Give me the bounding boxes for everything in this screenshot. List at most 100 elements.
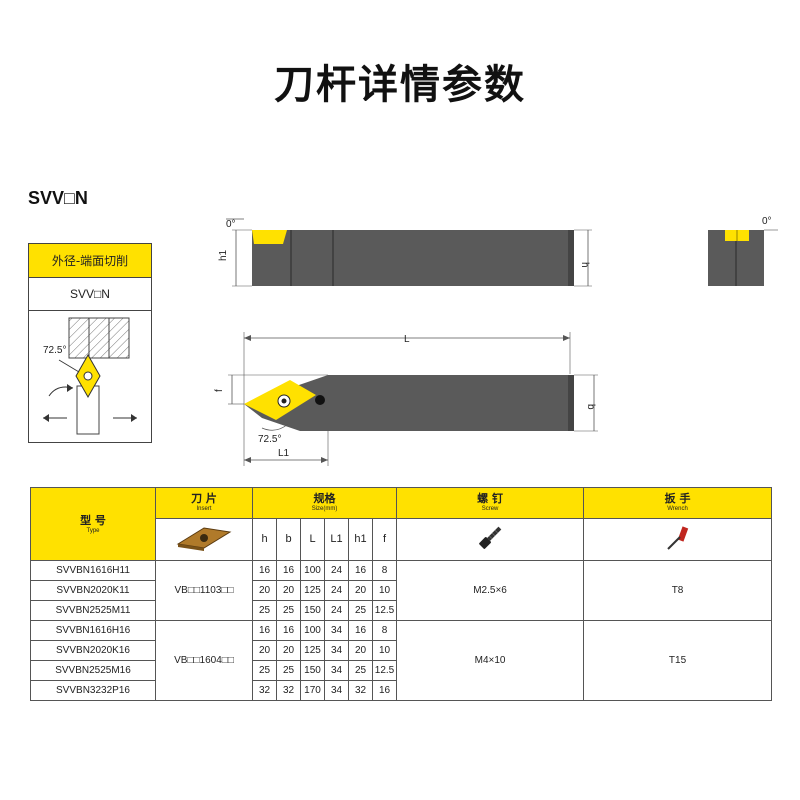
size-cell-h: 20 [252,580,277,601]
type-cell: SVVBN2020K11 [30,580,156,601]
size-cell-h: 20 [252,640,277,661]
type-cell: SVVBN2525M11 [30,600,156,621]
insert-icon [176,527,232,551]
size-col-f: f [371,517,398,562]
model-code: SVV□N [28,188,88,208]
dim-h: h [579,262,590,268]
wrench-cell: T8 [583,560,773,621]
size-cell-h1: 25 [348,660,373,681]
page-title: 刀杆详情参数 [274,62,526,108]
size-cell-f: 8 [371,560,398,581]
insert-image [155,517,253,562]
screw-image [396,517,585,562]
size-cell-L: 150 [300,600,325,621]
size-cell-L1: 34 [324,620,349,641]
shank-top-shape [328,375,568,431]
type-cell: SVVBN3232P16 [30,680,156,701]
size-cell-h1: 25 [348,600,373,621]
angle-top-right: 0° [762,216,772,227]
size-cell-b: 20 [276,640,301,661]
size-cell-L: 125 [300,640,325,661]
size-cell-L: 170 [300,680,325,701]
dim-L1: L1 [278,448,290,459]
size-col-L1: L1 [324,517,349,562]
col-size-header: 规格 Size(mm) [251,487,398,519]
size-cell-h1: 16 [348,620,373,641]
screw-icon [479,526,502,549]
wrench-image [583,517,773,562]
wrench-cell: T15 [583,620,773,701]
wrench-icon [666,526,688,550]
type-cell: SVVBN1616H11 [30,560,156,581]
size-cell-f: 10 [371,640,398,661]
size-cell-b: 32 [276,680,301,701]
size-cell-L1: 34 [324,680,349,701]
angle-label: 72.5° [43,345,66,356]
size-cell-b: 20 [276,580,301,601]
screw-cell: M2.5×6 [396,560,585,621]
tool-top-view: L f b 72.5° L1 [214,332,598,466]
size-col-h: h [252,517,277,562]
angle-main: 72.5° [258,434,281,445]
size-cell-L1: 34 [324,660,349,681]
size-cell-f: 12.5 [371,600,398,621]
workpiece-shape [68,317,130,359]
size-cell-L: 100 [300,620,325,641]
spec-table: 型 号 Type 刀 片 Insert 规格 Size(mm) 螺 钉 Scre… [30,487,773,701]
operation-box: 外径-端面切削 SVV□N 72.5° [28,243,152,443]
screw-cell: M4×10 [396,620,585,701]
size-cell-f: 8 [371,620,398,641]
size-cell-b: 16 [276,560,301,581]
dim-h1: h1 [218,249,229,261]
dim-f: f [214,389,225,392]
size-cell-f: 12.5 [371,660,398,681]
size-cell-L1: 24 [324,560,349,581]
tool-end-view: 0° [708,216,778,286]
size-cell-f: 10 [371,580,398,601]
type-cell: SVVBN2525M16 [30,660,156,681]
size-cell-f: 16 [371,680,398,701]
size-cell-h: 25 [252,600,277,621]
size-cell-L1: 34 [324,640,349,661]
size-cell-L1: 24 [324,600,349,621]
col-type-header: 型 号 Type [30,487,156,561]
size-cell-h1: 20 [348,640,373,661]
col-screw-header: 螺 钉 Screw [396,487,585,519]
size-cell-h: 32 [252,680,277,701]
col-insert-header: 刀 片 Insert [155,487,253,519]
type-cell: SVVBN1616H16 [30,620,156,641]
tool-drawing: 0° h1 h 0° L [214,216,778,466]
dim-b: b [585,404,596,410]
col-wrench-header: 扳 手 Wrench [583,487,773,519]
angle-top-left: 0° [226,219,236,230]
size-cell-b: 25 [276,660,301,681]
size-cell-L: 100 [300,560,325,581]
size-cell-L1: 24 [324,580,349,601]
size-cell-h1: 32 [348,680,373,701]
dim-L: L [404,334,410,345]
size-cell-h1: 20 [348,580,373,601]
operation-code: SVV□N [29,278,151,311]
operation-label: 外径-端面切削 [29,244,151,278]
insert-side-shape [252,230,287,244]
operation-diagram: 72.5° [43,317,137,435]
type-cell: SVVBN2020K16 [30,640,156,661]
size-cell-h: 16 [252,620,277,641]
insert-cell: VB□□1604□□ [155,620,253,701]
size-cell-L: 150 [300,660,325,681]
size-cell-h: 16 [252,560,277,581]
size-col-h1: h1 [348,517,373,562]
size-col-b: b [276,517,301,562]
shank-side-shape [252,230,568,286]
tool-side-view: 0° h1 h [218,218,592,287]
size-cell-h: 25 [252,660,277,681]
insert-cell: VB□□1103□□ [155,560,253,621]
size-cell-b: 25 [276,600,301,621]
